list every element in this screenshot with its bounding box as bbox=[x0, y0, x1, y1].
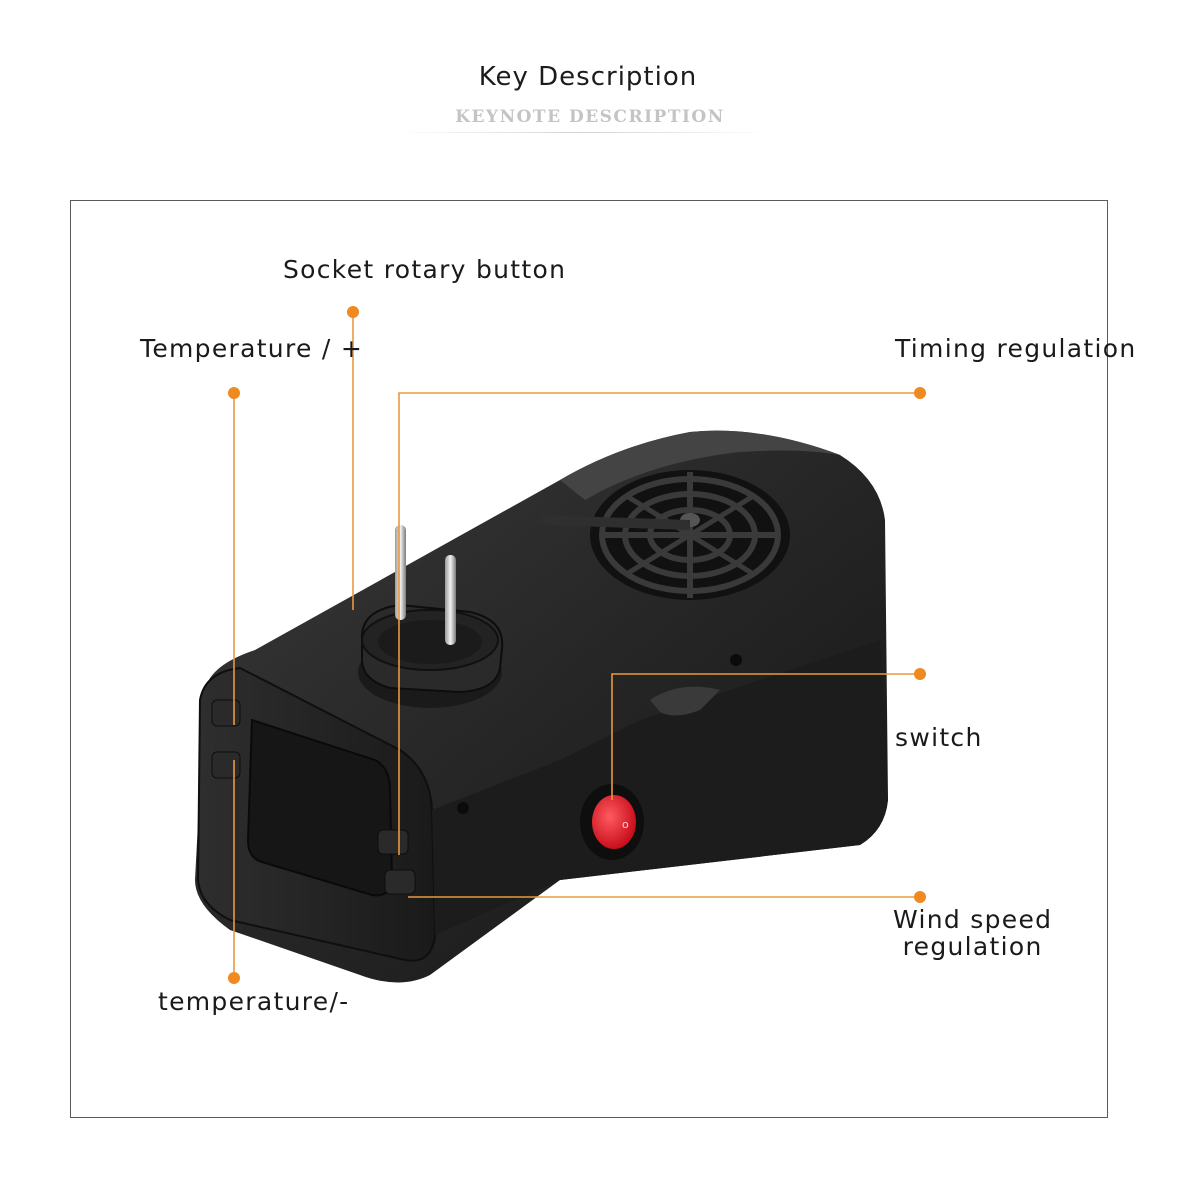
dot-switch bbox=[914, 668, 926, 680]
leader-timing bbox=[398, 392, 920, 855]
svg-text:o: o bbox=[622, 818, 629, 831]
label-temperature-plus: Temperature / + bbox=[140, 334, 364, 363]
fan-grille bbox=[540, 470, 790, 600]
page-title: Key Description bbox=[478, 62, 698, 92]
dot-socket bbox=[347, 306, 359, 318]
socket bbox=[358, 525, 504, 708]
label-timing-regulation: Timing regulation bbox=[895, 334, 1137, 363]
dot-temp-plus bbox=[228, 387, 240, 399]
subtitle-divider bbox=[395, 132, 770, 133]
page-subtitle: KEYNOTE DESCRIPTION bbox=[455, 107, 725, 127]
label-wind-speed-regulation: Wind speed regulation bbox=[893, 905, 1053, 961]
leader-dots bbox=[228, 306, 926, 984]
dot-timing bbox=[914, 387, 926, 399]
leader-switch bbox=[611, 673, 920, 800]
label-temperature-minus: temperature/- bbox=[158, 987, 350, 1016]
dot-wind bbox=[914, 891, 926, 903]
rocker-switch: o bbox=[580, 784, 644, 860]
heater-device: o bbox=[195, 430, 888, 983]
diagram-frame bbox=[70, 200, 1108, 1118]
label-socket-rotary-button: Socket rotary button bbox=[283, 255, 567, 284]
dot-temp-minus bbox=[228, 972, 240, 984]
label-switch: switch bbox=[895, 723, 983, 752]
leader-lines bbox=[233, 312, 920, 978]
